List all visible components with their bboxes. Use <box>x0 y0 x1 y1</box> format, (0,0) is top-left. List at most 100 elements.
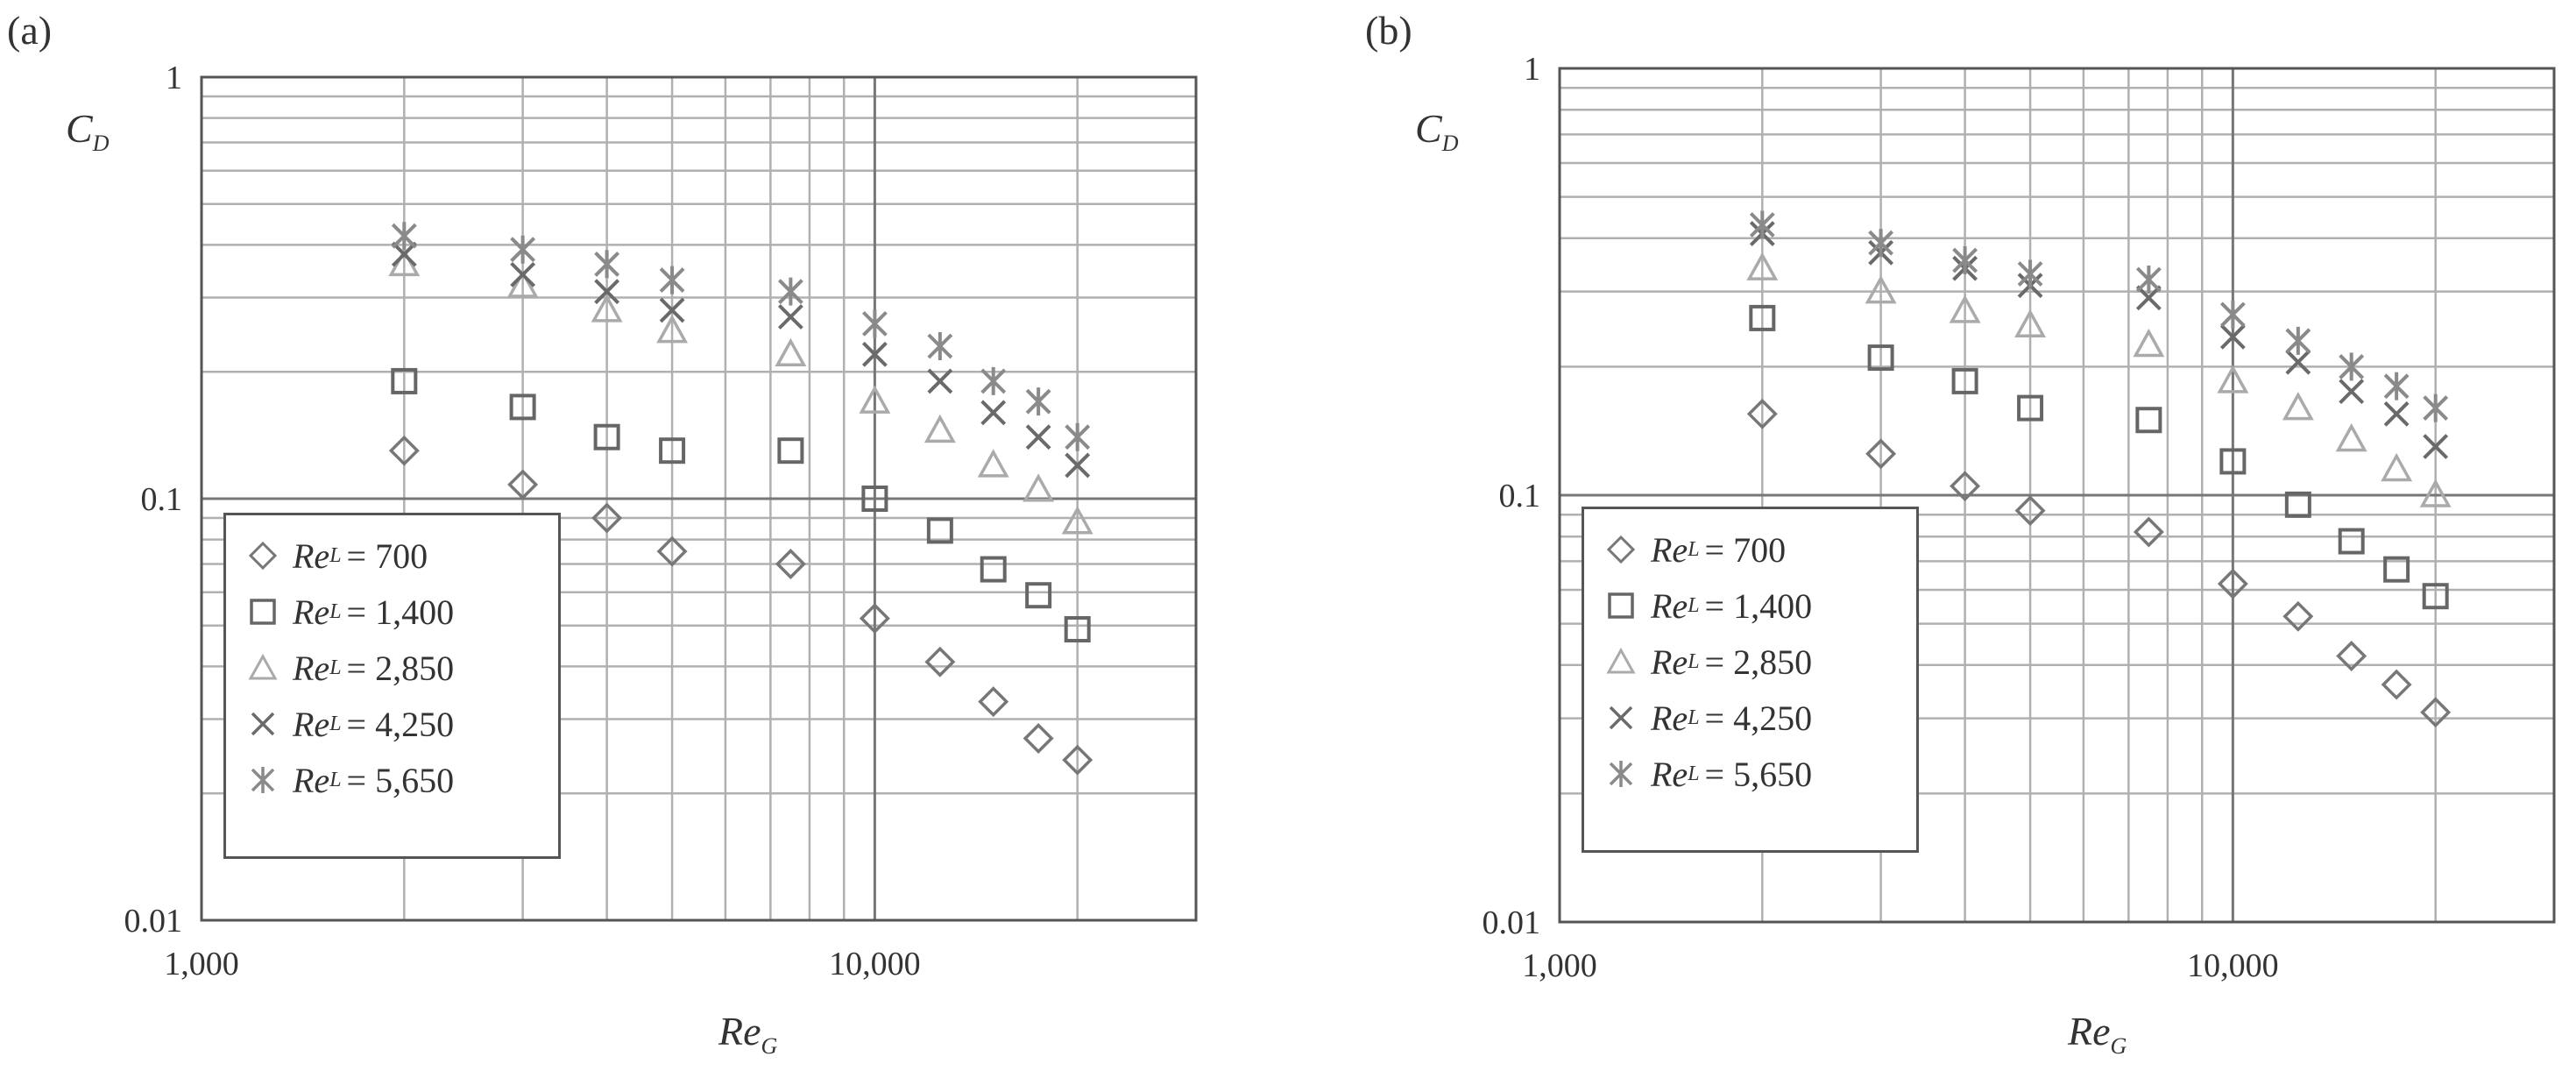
marker-asterisk <box>2383 372 2410 401</box>
marker-asterisk <box>2423 394 2449 422</box>
marker-square <box>2017 394 2044 422</box>
marker-square <box>2135 407 2162 434</box>
legend-prefix: Re <box>293 535 330 576</box>
marker-asterisk <box>2017 259 2043 288</box>
x-axis-title-main-b: Re <box>2068 1009 2111 1053</box>
legend-label: = 4,250 <box>1704 698 1813 738</box>
square-icon <box>250 599 276 625</box>
marker-triangle <box>924 414 956 443</box>
legend-prefix: Re <box>293 704 330 744</box>
marker-x <box>2423 434 2449 459</box>
marker-square <box>861 486 888 512</box>
marker-diamond <box>2420 697 2452 728</box>
marker-x <box>2135 285 2162 311</box>
x-axis-title-b: ReG <box>2068 1008 2127 1060</box>
marker-x <box>2219 323 2246 350</box>
marker-diamond <box>1950 471 1981 502</box>
marker-square <box>593 423 620 450</box>
marker-triangle <box>977 449 1009 478</box>
marker-triangle <box>2014 309 2047 337</box>
marker-square <box>2422 583 2449 610</box>
x-tick-label: 10,000 <box>829 946 921 982</box>
marker-asterisk <box>391 222 417 251</box>
marker-diamond <box>2336 641 2367 671</box>
legend-label: = 1,400 <box>346 592 455 632</box>
marker-diamond <box>2282 600 2314 632</box>
legend-label: = 700 <box>346 535 428 576</box>
marker-x <box>2285 349 2311 375</box>
marker-diamond <box>656 535 688 567</box>
legend-prefix: Re <box>1651 754 1688 794</box>
legend-sub: L <box>1688 593 1700 617</box>
marker-asterisk <box>861 309 888 338</box>
marker-asterisk <box>2285 326 2311 355</box>
marker-triangle <box>591 294 623 323</box>
marker-square <box>1867 344 1894 372</box>
legend-sub: L <box>1688 762 1700 785</box>
marker-asterisk <box>2219 300 2246 329</box>
marker-square <box>1951 367 1978 394</box>
marker-triangle <box>1949 294 1981 323</box>
legend-prefix: Re <box>1651 698 1688 738</box>
marker-diamond <box>1746 398 1778 429</box>
y-tick-label: 0.01 <box>124 903 183 940</box>
legend-sub: L <box>1688 706 1700 729</box>
legend-sub: L <box>1688 537 1700 561</box>
marker-diamond <box>591 502 623 534</box>
marker-triangle <box>1746 252 1779 280</box>
marker-diamond <box>2381 669 2412 700</box>
marker-asterisk <box>777 277 803 306</box>
marker-diamond <box>1865 438 1897 470</box>
marker-asterisk <box>1868 229 1894 258</box>
marker-square <box>1749 304 1776 331</box>
panel-label-a: (a) <box>7 8 53 53</box>
legend-sub: L <box>1688 649 1700 673</box>
marker-asterisk <box>980 366 1007 395</box>
marker-square <box>2219 448 2247 475</box>
marker-diamond <box>2133 516 2164 548</box>
x-tick-label: 1,000 <box>164 946 239 982</box>
marker-x <box>510 261 536 287</box>
marker-triangle <box>859 385 891 414</box>
marker-diamond <box>2217 568 2248 599</box>
legend-prefix: Re <box>1651 529 1688 570</box>
marker-triangle <box>2217 365 2249 394</box>
marker-triangle <box>1865 275 1897 304</box>
y-tick-label: 0.1 <box>1499 478 1541 514</box>
legend-sub: L <box>329 656 342 679</box>
legend-label: = 2,850 <box>346 648 455 688</box>
marker-square <box>659 437 686 465</box>
x-axis-title-sub-a: G <box>761 1033 778 1059</box>
x-mark-icon <box>1609 706 1633 730</box>
marker-square <box>1064 616 1091 643</box>
triangle-icon <box>248 653 278 680</box>
marker-asterisk <box>594 250 620 279</box>
y-axis-title-b: CD <box>1415 105 1458 157</box>
legend-label: = 2,850 <box>1704 642 1813 682</box>
legend-label: = 5,650 <box>1704 754 1813 794</box>
y-axis-title-a: CD <box>66 105 109 157</box>
marker-diamond <box>1062 744 1093 776</box>
marker-x <box>2383 401 2410 427</box>
marker-diamond <box>978 686 1009 718</box>
marker-asterisk <box>1749 210 1775 239</box>
diamond-icon <box>248 541 278 571</box>
marker-asterisk <box>1065 422 1091 451</box>
x-axis-title-main-a: Re <box>718 1009 761 1053</box>
legend-sub: L <box>329 768 342 791</box>
asterisk-icon <box>1609 761 1633 787</box>
y-tick-label: 1 <box>166 60 182 96</box>
x-tick-label: 10,000 <box>2187 947 2279 984</box>
marker-triangle <box>1061 506 1093 535</box>
legend-prefix: Re <box>293 648 330 688</box>
marker-asterisk <box>659 266 685 294</box>
